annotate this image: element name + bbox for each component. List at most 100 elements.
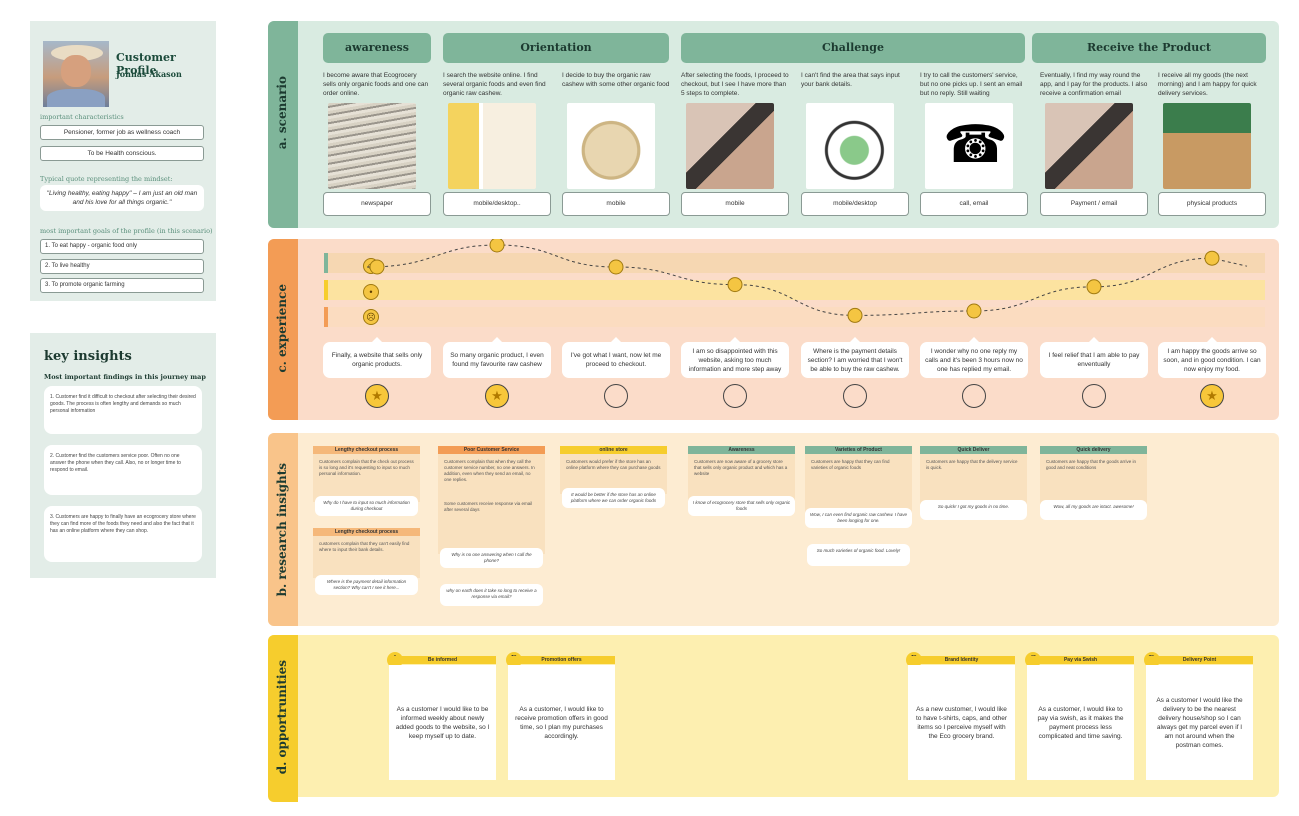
experience-tab: c. experience xyxy=(268,239,298,420)
research-header: Varieties of Product xyxy=(805,446,912,454)
research-quote: Wow, I can even find organic raw cashew.… xyxy=(805,508,912,528)
empty-rating-icon xyxy=(604,384,628,408)
research-body-text: Customers are happy that they can find v… xyxy=(811,459,890,470)
goals-label: most important goals of the profile (in … xyxy=(40,227,213,235)
opportunity-card: As a customer I would like to be informe… xyxy=(389,665,496,780)
phase-challenge: Challenge xyxy=(681,33,1025,63)
research-quote: So quick! I got my goods in no time. xyxy=(920,500,1027,520)
phone-hands-image xyxy=(686,103,774,189)
empty-rating-icon xyxy=(962,384,986,408)
empty-rating-icon xyxy=(1082,384,1106,408)
experience-bubble: Where is the payment details section? I … xyxy=(801,337,909,378)
research-body: customers complain that they can't easil… xyxy=(313,536,420,578)
experience-bubble: I feel relief that I am able to pay enve… xyxy=(1040,337,1148,378)
research-body: Customers are happy that the delivery se… xyxy=(920,454,1027,504)
research-quote-2: why on earth does it take so long to rec… xyxy=(440,584,543,606)
newspaper-image xyxy=(328,103,416,189)
opportunity-header: Promotion offers xyxy=(508,656,615,664)
opportunity-text: As a customer I would like to be informe… xyxy=(395,705,490,740)
opportunity-text: As a customer I would like the delivery … xyxy=(1156,696,1243,749)
insight-card-2: 2. Customer find the customers service p… xyxy=(44,445,202,495)
star-rating-icon: ★ xyxy=(1200,384,1224,408)
research-quote: It would be better if the store has an o… xyxy=(562,488,665,508)
profile-name: Johnas Akason xyxy=(116,69,182,79)
research-body: Customers are happy that they can find v… xyxy=(805,454,912,514)
empty-rating-icon xyxy=(843,384,867,408)
step-text: I try to call the customers' service, bu… xyxy=(920,72,1023,97)
opportunity-header: Brand Identity xyxy=(908,656,1015,664)
call-image: ☎ xyxy=(925,103,1013,189)
research-tab: b. research insights xyxy=(268,433,298,626)
experience-bubble: I am happy the goods arrive so soon, and… xyxy=(1158,337,1266,378)
research-quote: Where is the payment detail information … xyxy=(315,575,418,595)
research-header: online store xyxy=(560,446,667,454)
key-insights-subtitle: Most important findings in this journey … xyxy=(44,373,206,381)
profile-avatar xyxy=(43,41,109,107)
step-text: I can't find the area that says input yo… xyxy=(801,72,900,88)
mood-track-sad xyxy=(325,307,1265,327)
step-text: I become aware that Ecogrocery sells onl… xyxy=(323,72,429,97)
mood-point xyxy=(1204,250,1220,266)
profile-quote: "Living healthy, eating happy" – I am ju… xyxy=(40,185,204,211)
track-marker-sad xyxy=(324,307,328,327)
mood-point xyxy=(966,303,982,319)
mood-curve-svg xyxy=(366,239,1248,323)
scenario-tab: a. scenario xyxy=(268,21,298,228)
quote-label: Typical quote representing the mindset: xyxy=(40,175,173,183)
research-header: Lengthy checkout process xyxy=(313,446,420,454)
empty-rating-icon xyxy=(723,384,747,408)
star-rating-icon: ★ xyxy=(485,384,509,408)
research-header: Quick delivery xyxy=(1040,446,1147,454)
opportunity-text: As a customer, I would like to pay via s… xyxy=(1037,705,1124,740)
research-body: Customers would prefer if the store has … xyxy=(560,454,667,494)
mood-point xyxy=(727,277,743,293)
opportunity-text: As a new customer, I would like to have … xyxy=(915,705,1008,740)
research-body: Customers complain that the check out pr… xyxy=(313,454,420,502)
research-body: Customers are happy that the goods arriv… xyxy=(1040,454,1147,504)
characteristic-2: To be Health conscious. xyxy=(40,146,204,161)
opportunities-label: d. opportrunities xyxy=(275,660,289,775)
research-body-text: Customers complain that the check out pr… xyxy=(319,459,414,476)
research-quote: I know of ecogrocery store that sells on… xyxy=(688,496,795,516)
step-text: I decide to buy the organic raw cashew w… xyxy=(562,72,670,88)
research-body-text: Customers are now aware of a grocery sto… xyxy=(694,459,788,476)
grocery-bag-image xyxy=(1163,103,1251,189)
mood-point xyxy=(608,259,624,275)
mood-point xyxy=(369,259,385,275)
track-marker-happy xyxy=(324,253,328,273)
experience-bubble: I wonder why no one reply my calls and i… xyxy=(920,337,1028,378)
opportunity-card: As a new customer, I would like to have … xyxy=(908,665,1015,780)
experience-bubble: I am so disappointed with this website, … xyxy=(681,337,789,378)
mood-point xyxy=(1086,279,1102,295)
phone-hands-image xyxy=(1045,103,1133,189)
research-header: Quick Deliver xyxy=(920,446,1027,454)
step-text: I search the website online. I find seve… xyxy=(443,72,546,97)
research-body-text: customers complain that they can't easil… xyxy=(319,541,410,552)
research-header: Lengthy checkout process xyxy=(313,528,420,536)
channel-label: newspaper xyxy=(323,192,431,216)
mood-point xyxy=(847,307,863,323)
key-insights-panel: key insights Most important findings in … xyxy=(30,333,216,578)
experience-bubble: Finally, a website that sells only organ… xyxy=(323,337,431,378)
goal-1: 1. To eat happy - organic food only xyxy=(40,239,204,254)
phase-awareness: awareness xyxy=(323,33,431,63)
step-text: Eventually, I find my way round the app,… xyxy=(1040,72,1148,97)
research-header: Poor Customer Service xyxy=(438,446,545,454)
experience-bubble: So many organic product, I even found my… xyxy=(443,337,551,378)
track-marker-neutral xyxy=(324,280,328,300)
phone-check-image xyxy=(806,103,894,189)
research-quote-2: So much varieties of organic food. Lovel… xyxy=(807,544,910,566)
phase-orientation: Orientation xyxy=(443,33,669,63)
mood-curve xyxy=(366,244,1248,316)
phone-icon: ☎ xyxy=(943,116,1008,174)
channel-label: call, email xyxy=(920,192,1028,216)
research-label: b. research insights xyxy=(275,463,289,597)
profile-title: Customer Profile xyxy=(116,51,176,77)
experience-bubble: I've got what I want, now let me proceed… xyxy=(562,337,670,378)
insight-card-1: 1. Customer find it difficult to checkou… xyxy=(44,386,202,434)
channel-label: mobile xyxy=(681,192,789,216)
website-image xyxy=(448,103,536,189)
customer-profile-panel: Customer Profile Johnas Akason important… xyxy=(30,21,216,301)
research-quote: Why is no one answering when I call the … xyxy=(440,548,543,568)
goal-2: 2. To live healthy xyxy=(40,259,204,274)
